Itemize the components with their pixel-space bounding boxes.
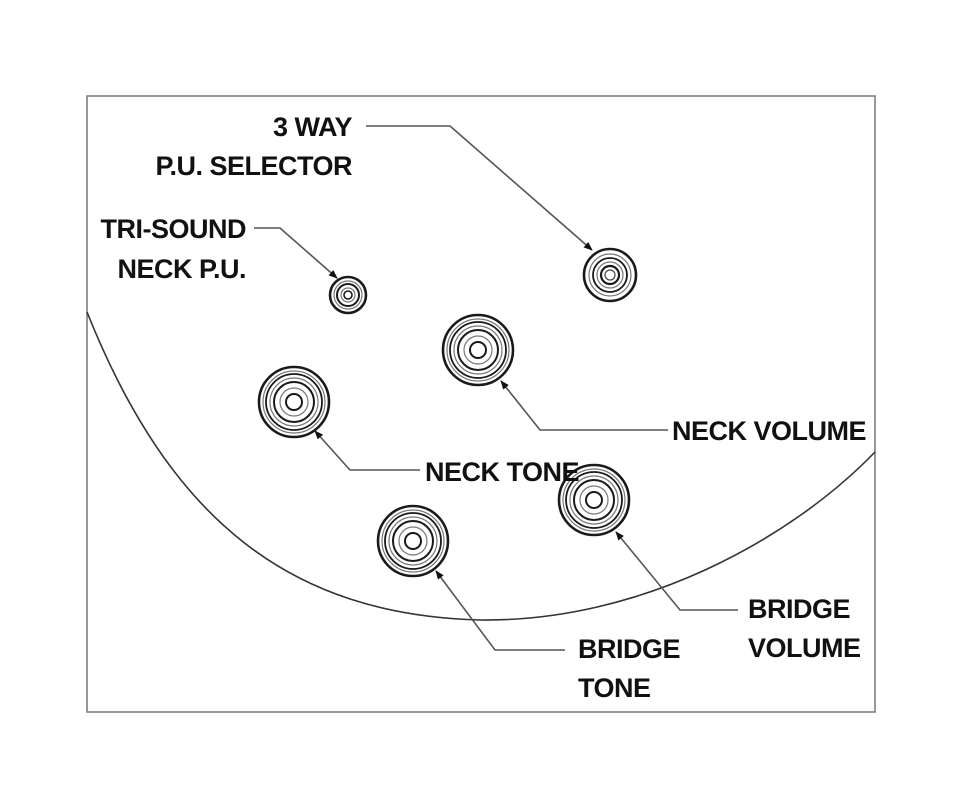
neck-tone-leader-line bbox=[314, 430, 420, 471]
selector-label-line1: 3 WAY bbox=[273, 112, 353, 142]
trisound-label-line2: NECK P.U. bbox=[117, 254, 246, 284]
selector-label-line2: P.U. SELECTOR bbox=[155, 151, 352, 181]
bridge-volume-knob bbox=[557, 463, 631, 537]
trisound-switch-knob bbox=[328, 275, 368, 315]
bridge-tone-label-line1: BRIDGE bbox=[578, 634, 680, 664]
bridge-tone-label-line2: TONE bbox=[578, 673, 651, 703]
trisound-leader-line bbox=[254, 227, 338, 279]
guitar-body-outline bbox=[86, 311, 876, 621]
bridge-volume-leader-line bbox=[615, 531, 738, 611]
neck-volume-label: NECK VOLUME bbox=[672, 416, 866, 446]
selector-switch-knob bbox=[582, 247, 638, 303]
diagram-frame bbox=[86, 95, 876, 713]
neck-tone-label: NECK TONE bbox=[425, 457, 579, 487]
neck-volume-leader-line bbox=[500, 380, 668, 431]
bridge-tone-knob bbox=[376, 504, 450, 578]
neck-tone-knob bbox=[257, 365, 331, 439]
bridge-volume-label-line1: BRIDGE bbox=[748, 594, 850, 624]
selector-leader-line bbox=[366, 125, 593, 251]
bridge-volume-label-line2: VOLUME bbox=[748, 633, 861, 663]
bridge-tone-leader-line bbox=[435, 570, 565, 651]
neck-volume-knob bbox=[441, 313, 515, 387]
trisound-label-line1: TRI-SOUND bbox=[101, 214, 247, 244]
